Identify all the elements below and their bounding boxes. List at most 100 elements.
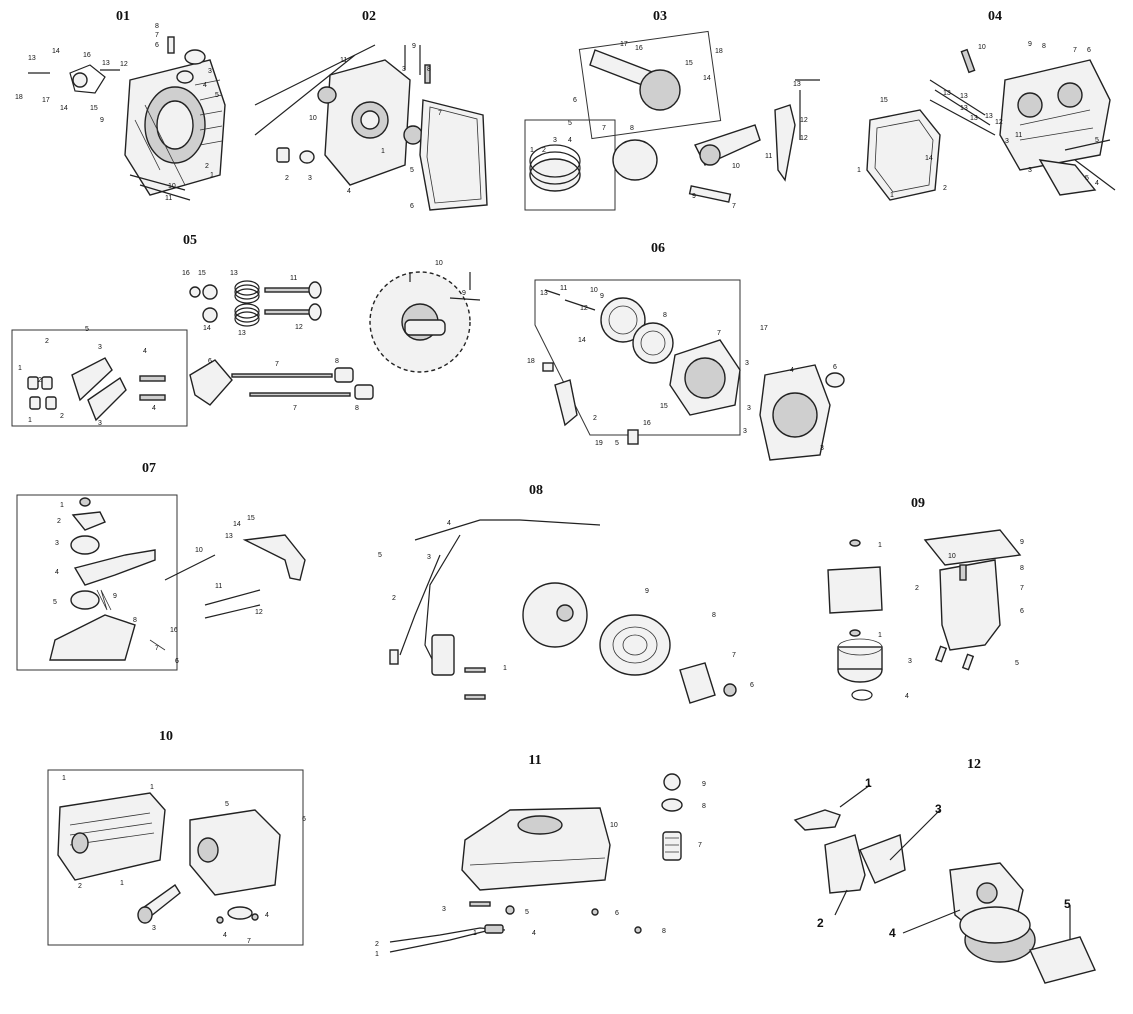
- callout: 6: [1020, 608, 1024, 615]
- callout: 14: [925, 155, 933, 162]
- callout: 12: [255, 609, 263, 616]
- callout: 7: [293, 405, 297, 412]
- callout: 9: [692, 193, 696, 200]
- callout: 6: [833, 364, 837, 371]
- callout: 6: [750, 682, 754, 689]
- callout: 4: [1095, 180, 1099, 187]
- callout: 1: [28, 417, 32, 424]
- callout: 16: [182, 270, 190, 277]
- callout: 16: [643, 420, 651, 427]
- callout: 5: [1095, 137, 1099, 144]
- callout: 14: [578, 337, 586, 344]
- callout: 4: [347, 188, 351, 195]
- callout: 7: [1073, 47, 1077, 54]
- diagram-09-air-filter: 1 2 1 3 4 9 10 8 7 6 5: [827, 529, 1024, 701]
- callout: 5: [1085, 175, 1089, 182]
- callout: 8: [630, 125, 634, 132]
- callout: 13: [540, 290, 548, 297]
- callout: 1: [473, 930, 477, 937]
- callout: 7: [247, 938, 251, 945]
- callout: 11: [340, 57, 347, 64]
- callout: 11: [290, 275, 297, 282]
- callout: 8: [712, 612, 716, 619]
- callout: 8: [133, 617, 137, 624]
- callout: 13: [225, 533, 233, 540]
- callout: 11: [215, 583, 222, 590]
- callout: 14: [233, 521, 241, 528]
- callout: 3: [152, 925, 156, 932]
- callout: 2: [392, 595, 396, 602]
- diagram-05-valves-camshaft: 16 15 13 11 10 9 14 13 12 5 2 3 4 1 2 1 …: [11, 260, 481, 427]
- callout: 3: [55, 540, 59, 547]
- callout: 3: [402, 66, 406, 73]
- callout: 10: [732, 163, 740, 170]
- callout: 9: [645, 588, 649, 595]
- callout: 13: [960, 105, 968, 112]
- callout: 12: [995, 119, 1003, 126]
- callout: 12: [120, 61, 128, 68]
- callout: 4: [532, 930, 536, 937]
- callout: 9: [702, 781, 706, 788]
- callout: 3: [747, 405, 751, 412]
- callout: 13: [230, 270, 238, 277]
- callout: 4: [203, 82, 207, 89]
- callout: 15: [90, 105, 98, 112]
- callout: 9: [412, 43, 416, 50]
- callout: 13: [793, 81, 801, 88]
- callout: 3: [1028, 167, 1032, 174]
- panel-title-05: 05: [183, 233, 197, 248]
- panel-title-11: 11: [528, 753, 542, 768]
- callout: 2: [38, 377, 42, 384]
- callout: 14: [703, 75, 711, 82]
- callout: 2: [45, 338, 49, 345]
- callout: 13: [102, 60, 110, 67]
- callout: 6: [302, 816, 306, 823]
- callout: 11: [1015, 132, 1022, 139]
- callout: 19: [595, 440, 603, 447]
- callout: 11: [165, 195, 172, 202]
- panel-title-09: 09: [911, 496, 925, 511]
- callout: 17: [760, 325, 768, 332]
- callout: 3: [427, 554, 431, 561]
- callout: 8: [662, 928, 666, 935]
- diagram-02-crankcase-cover: 11 9 3 8 7 10 1 4 5 2 3 6: [254, 43, 488, 211]
- callout: 10: [590, 287, 598, 294]
- callout: 6: [155, 42, 159, 49]
- callout: 1: [878, 632, 882, 639]
- callout: 4: [143, 348, 147, 355]
- callout: 13: [960, 93, 968, 100]
- callout: 1: [210, 172, 214, 179]
- callout: 3: [98, 420, 102, 427]
- callout: 3: [98, 344, 102, 351]
- callout: 2: [285, 175, 289, 182]
- callout: 7: [155, 645, 159, 652]
- callout: 2: [943, 185, 947, 192]
- callout: 8: [663, 312, 667, 319]
- callout: 7: [732, 203, 736, 210]
- callout: 7: [275, 361, 279, 368]
- callout: 12: [295, 324, 303, 331]
- callout: 1: [60, 502, 64, 509]
- callout: 8: [355, 405, 359, 412]
- callout: 3: [1005, 138, 1009, 145]
- callout: 1: [503, 665, 507, 672]
- callout: 9: [113, 593, 117, 600]
- callout: 6: [573, 97, 577, 104]
- callout: 1: [18, 365, 22, 372]
- panel-title-12: 12: [967, 757, 981, 772]
- callout: 8: [427, 66, 431, 73]
- callout: 2: [817, 916, 824, 930]
- callout: 3: [442, 906, 446, 913]
- panel-title-03: 03: [653, 9, 667, 24]
- callout: 17: [620, 41, 628, 48]
- callout: 10: [610, 822, 618, 829]
- callout: 5: [615, 440, 619, 447]
- callout: 14: [60, 105, 68, 112]
- callout: 16: [170, 627, 178, 634]
- callout: 15: [660, 403, 668, 410]
- panel-title-01: 01: [116, 9, 130, 24]
- callout: 1: [865, 776, 872, 790]
- panel-title-10: 10: [159, 729, 173, 744]
- panel-title-08: 08: [529, 483, 543, 498]
- callout: 9: [100, 117, 104, 124]
